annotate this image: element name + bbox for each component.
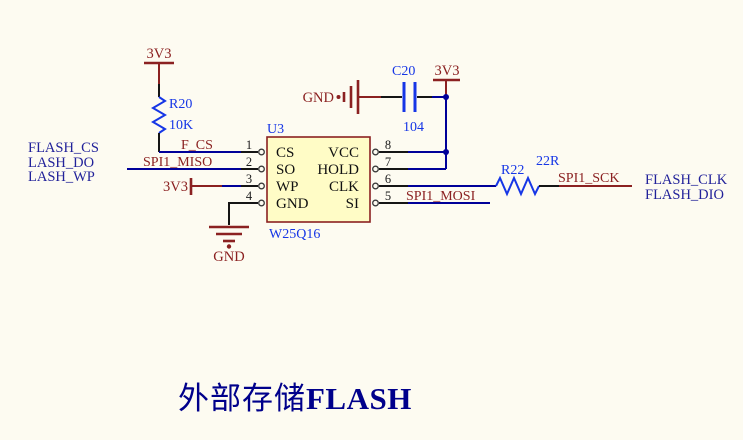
ground-label-chip: GND <box>213 249 244 265</box>
pin-name: WP <box>276 179 299 195</box>
pin-number: 3 <box>246 172 252 186</box>
ic-u3[interactable]: U3 W25Q16 1 CS 2 SO 3 WP 4 GND <box>241 122 408 242</box>
pin-circle-icon <box>372 148 379 156</box>
net-label-spi1-sck[interactable]: SPI1_SCK <box>558 171 619 186</box>
pin-3: 3 WP <box>241 172 299 195</box>
pin-1: 1 CS <box>241 138 294 161</box>
pin-number: 1 <box>246 138 252 152</box>
capacitor-c20-value: 104 <box>403 120 424 135</box>
pin-number: 5 <box>385 189 391 203</box>
resistor-zigzag-icon <box>495 175 540 197</box>
pin-circle-icon <box>258 199 265 207</box>
pin-circle-icon <box>372 199 379 207</box>
resistor-r22-ref: R22 <box>501 163 524 178</box>
power-label-3v3-top: 3V3 <box>147 46 172 62</box>
pin-name: HOLD <box>317 162 359 178</box>
pin-circle-icon <box>258 165 265 173</box>
resistor-r22[interactable]: R22 22R <box>495 154 560 197</box>
ground-symbol-chip[interactable]: GND <box>209 225 249 265</box>
net-label-spi1-mosi[interactable]: SPI1_MOSI <box>406 189 476 204</box>
chip-part-number: W25Q16 <box>269 227 320 242</box>
pin-number: 7 <box>385 155 391 169</box>
wire-gnd-chip[interactable] <box>228 202 253 225</box>
pin-name: SO <box>276 162 295 178</box>
resistor-r20-value: 10K <box>169 118 193 133</box>
sheet-title-latin: FLASH <box>306 381 412 416</box>
power-rail-3v3-r20[interactable]: 3V3 <box>144 46 174 84</box>
pin-number: 6 <box>385 172 391 186</box>
pin-2: 2 SO <box>241 155 295 178</box>
resistor-r20[interactable]: R20 10K <box>151 96 193 134</box>
pin-name: CLK <box>329 179 359 195</box>
pin-name: GND <box>276 196 309 212</box>
net-label-f-cs[interactable]: F_CS <box>181 138 213 153</box>
port-label-lash-do[interactable]: LASH_DO <box>28 155 94 171</box>
port-label-lash-wp[interactable]: LASH_WP <box>28 169 95 185</box>
power-label-3v3-vcc: 3V3 <box>435 63 460 79</box>
port-label-flash-cs[interactable]: FLASH_CS <box>28 140 99 156</box>
pin-circle-icon <box>372 165 379 173</box>
chip-body <box>266 136 371 223</box>
capacitor-c20-ref: C20 <box>392 64 415 79</box>
junction-dot <box>443 94 449 100</box>
pin-name: VCC <box>328 145 359 161</box>
ground-dot-icon <box>226 244 232 249</box>
pin-circle-icon <box>258 182 265 190</box>
chip-ref: U3 <box>267 122 284 137</box>
pin-name: SI <box>346 196 359 212</box>
pin-8: 8 VCC <box>328 138 408 161</box>
pin-4: 4 GND <box>241 189 309 212</box>
sheet-title: 外部存储FLASH <box>178 381 412 416</box>
power-rail-3v3-vcc[interactable]: 3V3 <box>433 63 460 96</box>
pin-5: 5 SI <box>346 189 408 212</box>
ground-label-c20: GND <box>303 90 334 106</box>
port-label-flash-dio[interactable]: FLASH_DIO <box>645 187 724 203</box>
pin-number: 4 <box>246 189 253 203</box>
resistor-r20-ref: R20 <box>169 97 192 112</box>
power-label-3v3-wp: 3V3 <box>163 179 188 195</box>
resistor-r22-value: 22R <box>536 154 560 169</box>
net-label-spi1-miso[interactable]: SPI1_MISO <box>143 155 212 170</box>
resistor-zigzag-icon <box>151 96 167 134</box>
port-label-flash-clk[interactable]: FLASH_CLK <box>645 172 728 188</box>
pin-circle-icon <box>372 182 379 190</box>
pin-7: 7 HOLD <box>317 155 408 178</box>
pin-number: 8 <box>385 138 391 152</box>
pin-circle-icon <box>258 148 265 156</box>
capacitor-c20[interactable]: C20 104 <box>392 64 424 135</box>
sheet-title-cjk: 外部存储 <box>178 381 306 416</box>
pin-6: 6 CLK <box>329 172 408 195</box>
ground-dot-icon <box>336 95 341 99</box>
power-rail-3v3-wp[interactable]: 3V3 <box>163 178 222 195</box>
pin-name: CS <box>276 145 294 161</box>
ground-symbol-c20[interactable]: GND <box>303 80 360 114</box>
pin-number: 2 <box>246 155 252 169</box>
